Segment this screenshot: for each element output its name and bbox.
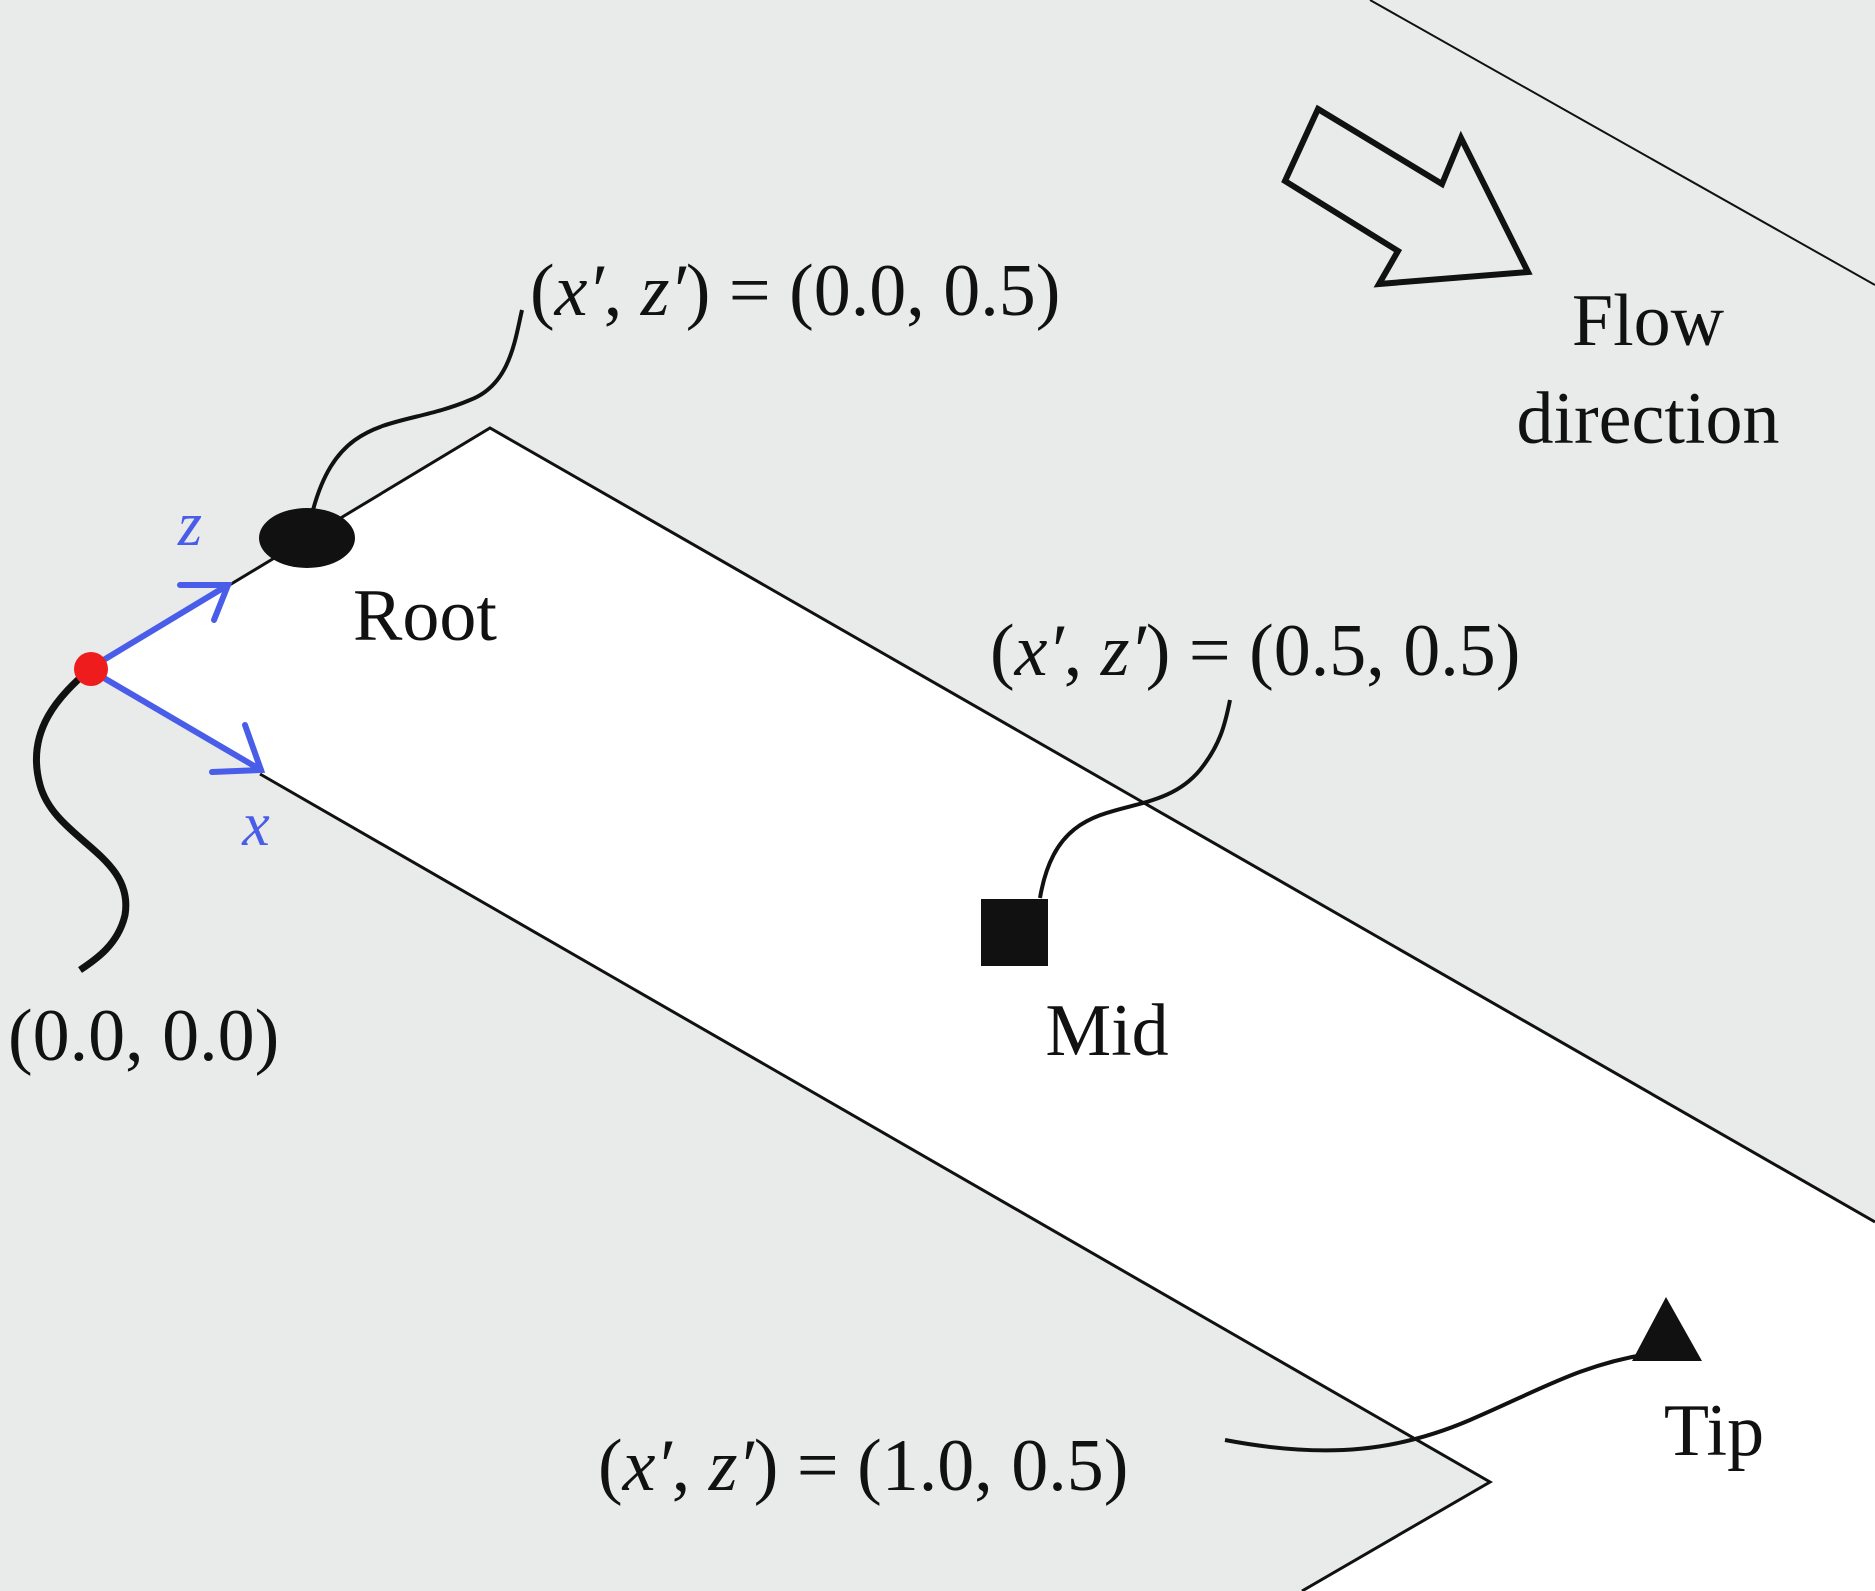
z-axis-label: z xyxy=(177,491,202,559)
flow-direction-arrow-icon xyxy=(1281,104,1533,288)
root-label: Root xyxy=(353,575,497,657)
x-axis-arrow xyxy=(89,668,266,775)
root-marker xyxy=(259,508,355,568)
z-axis-arrow xyxy=(89,582,233,670)
root-coordinate-label: (x′, z′) = (0.0, 0.5) xyxy=(530,250,1060,332)
flow-direction-label-line1: Flow xyxy=(1572,280,1725,362)
mid-marker xyxy=(981,899,1048,966)
plate xyxy=(90,428,1875,1591)
root-leader-line xyxy=(311,309,524,511)
tip-label: Tip xyxy=(1664,1390,1764,1472)
origin-label: (0.0, 0.0) xyxy=(8,995,279,1077)
x-axis-label: x xyxy=(241,791,270,859)
origin-dot xyxy=(74,652,108,686)
flow-direction-label-line2: direction xyxy=(1516,378,1779,460)
mid-coordinate-label: (x′, z′) = (0.5, 0.5) xyxy=(990,610,1520,692)
mid-leader-line xyxy=(1038,699,1232,899)
mid-label: Mid xyxy=(1045,990,1168,1072)
tip-leader-line xyxy=(1224,1352,1649,1453)
origin-leader-line xyxy=(32,666,130,973)
tip-coordinate-label: (x′, z′) = (1.0, 0.5) xyxy=(598,1425,1128,1507)
tip-marker xyxy=(1632,1297,1702,1361)
plate-lower-edge xyxy=(259,772,1493,1591)
domain-edge-line xyxy=(1369,0,1875,286)
